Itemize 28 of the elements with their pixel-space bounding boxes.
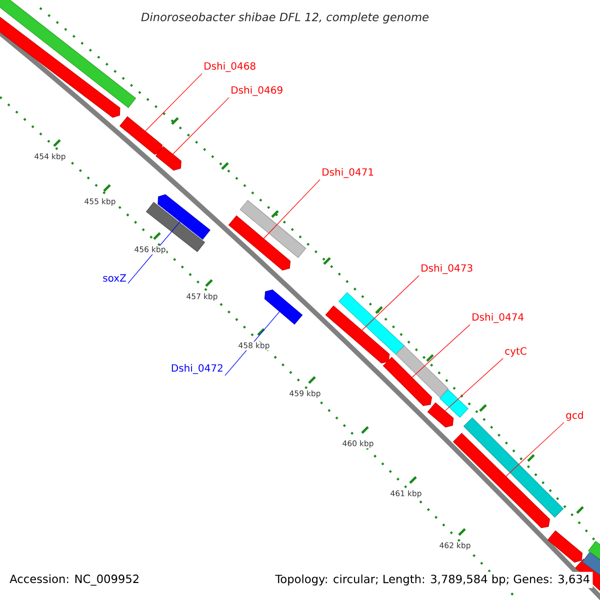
gene-segment bbox=[119, 116, 162, 155]
gene-label: soxZ bbox=[103, 274, 126, 282]
leader-line bbox=[444, 358, 504, 412]
gene-segment bbox=[452, 432, 550, 528]
gene-label: Dshi_0473 bbox=[422, 264, 472, 274]
leader-line bbox=[144, 73, 202, 132]
leader-line bbox=[263, 179, 320, 239]
gene-segment bbox=[338, 292, 404, 355]
footer-text: Topology: circular; Length: 3,789,584 bp; Genes: 3,634 bbox=[272, 572, 593, 588]
leader-line bbox=[172, 97, 230, 155]
leader-line bbox=[224, 311, 280, 376]
leader-line bbox=[362, 275, 420, 331]
gene-segment bbox=[382, 356, 432, 406]
gene-label: gcd bbox=[566, 411, 583, 421]
gene-label: Dshi_0474 bbox=[472, 313, 524, 323]
gene-label: Dshi_0471 bbox=[322, 168, 374, 178]
gene-segment bbox=[547, 530, 582, 563]
gene-label: cytC bbox=[505, 347, 526, 357]
gene-label: Dshi_0472 bbox=[172, 364, 222, 374]
gene-segment bbox=[240, 200, 306, 258]
gene-label: Dshi_0469 bbox=[232, 86, 282, 96]
footer-text: Accession: NC_009952 bbox=[10, 574, 138, 586]
gene-segment bbox=[156, 146, 182, 171]
gene-label: Dshi_0468 bbox=[204, 62, 256, 72]
leader-line bbox=[506, 422, 564, 477]
leader-line bbox=[412, 324, 470, 378]
gene-segment bbox=[158, 194, 210, 240]
title: Dinoroseobacter shibae DFL 12, complete genome bbox=[141, 12, 428, 24]
